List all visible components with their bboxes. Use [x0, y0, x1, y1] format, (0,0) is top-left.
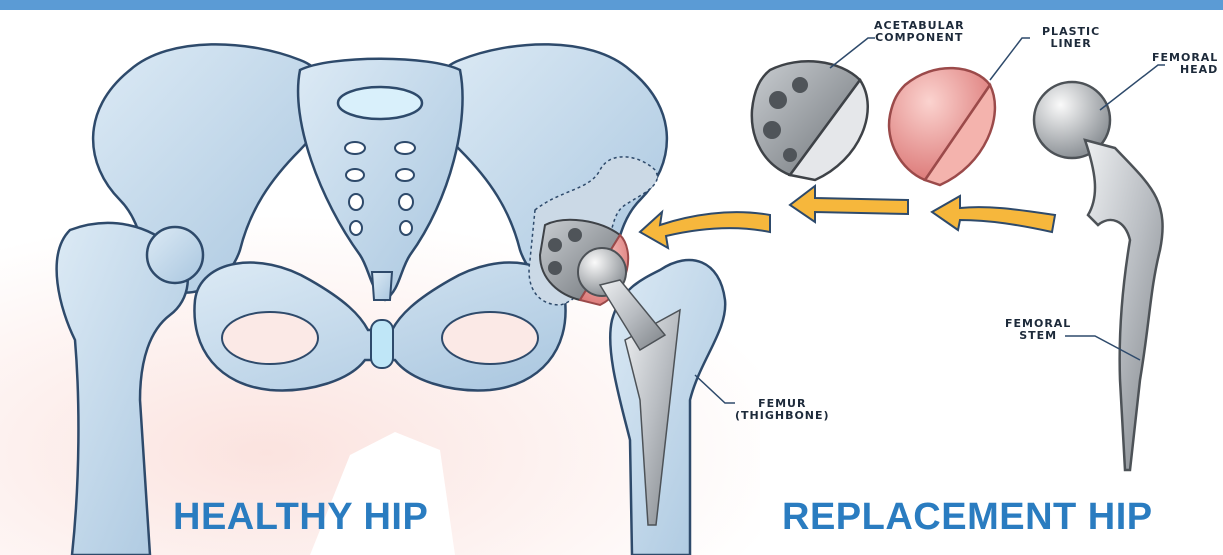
arrow-head-to-liner — [932, 196, 1055, 232]
label-plastic-liner: PLASTIC LINER — [1042, 26, 1100, 50]
left-obturator — [222, 312, 318, 364]
label-acetabular-component: ACETABULAR COMPONENT — [874, 20, 965, 44]
left-femoral-head — [147, 227, 203, 283]
pubic-symphysis — [371, 320, 393, 368]
label-femur: FEMUR (THIGHBONE) — [735, 398, 830, 422]
vertebra-disc — [338, 87, 422, 119]
title-healthy-hip: HEALTHY HIP — [173, 496, 428, 539]
arrow-liner-to-cup — [790, 186, 908, 222]
label-femoral-head: FEMORAL HEAD — [1152, 52, 1218, 76]
coccyx — [372, 272, 392, 300]
title-replacement-hip: REPLACEMENT HIP — [782, 496, 1153, 539]
femoral-stem — [1085, 140, 1163, 470]
right-obturator — [442, 312, 538, 364]
label-femoral-stem: FEMORAL STEM — [1005, 318, 1071, 342]
